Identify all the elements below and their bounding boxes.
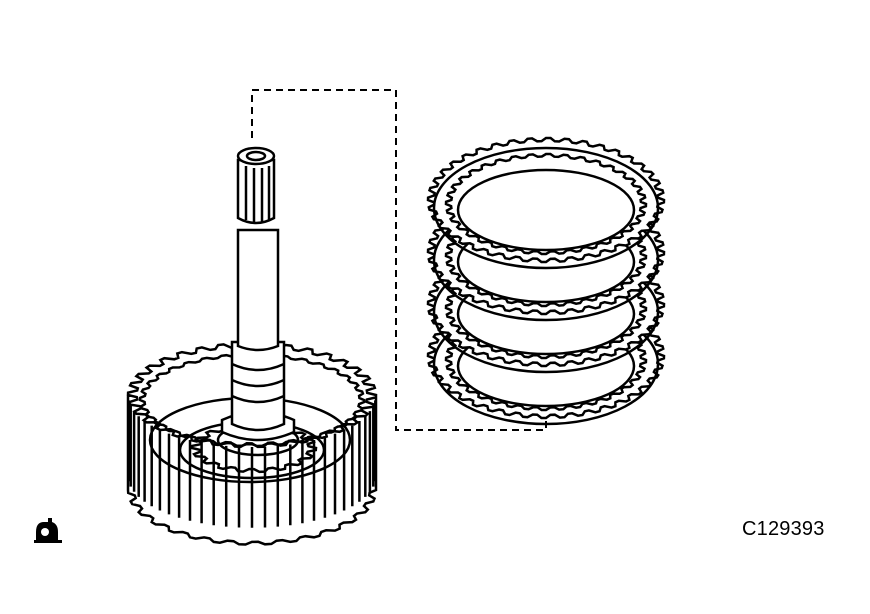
shaft-upper-body (236, 228, 280, 352)
clutch-drum (126, 341, 378, 546)
service-manual-icon (32, 512, 64, 544)
figure-code: C129393 (742, 518, 825, 540)
shaft-tip-hole (245, 150, 267, 162)
plate-edge (432, 146, 660, 270)
shaft-tip (236, 146, 276, 166)
shaft-groove-3 (231, 394, 285, 404)
plate-inner-spline (444, 152, 648, 256)
clutch-plate (426, 136, 666, 270)
clutch-plate-stack (426, 136, 666, 426)
shaft-groove-2 (231, 378, 285, 388)
shaft-groove-1 (231, 362, 285, 372)
plate-hole (456, 168, 636, 252)
shaft (220, 146, 296, 442)
